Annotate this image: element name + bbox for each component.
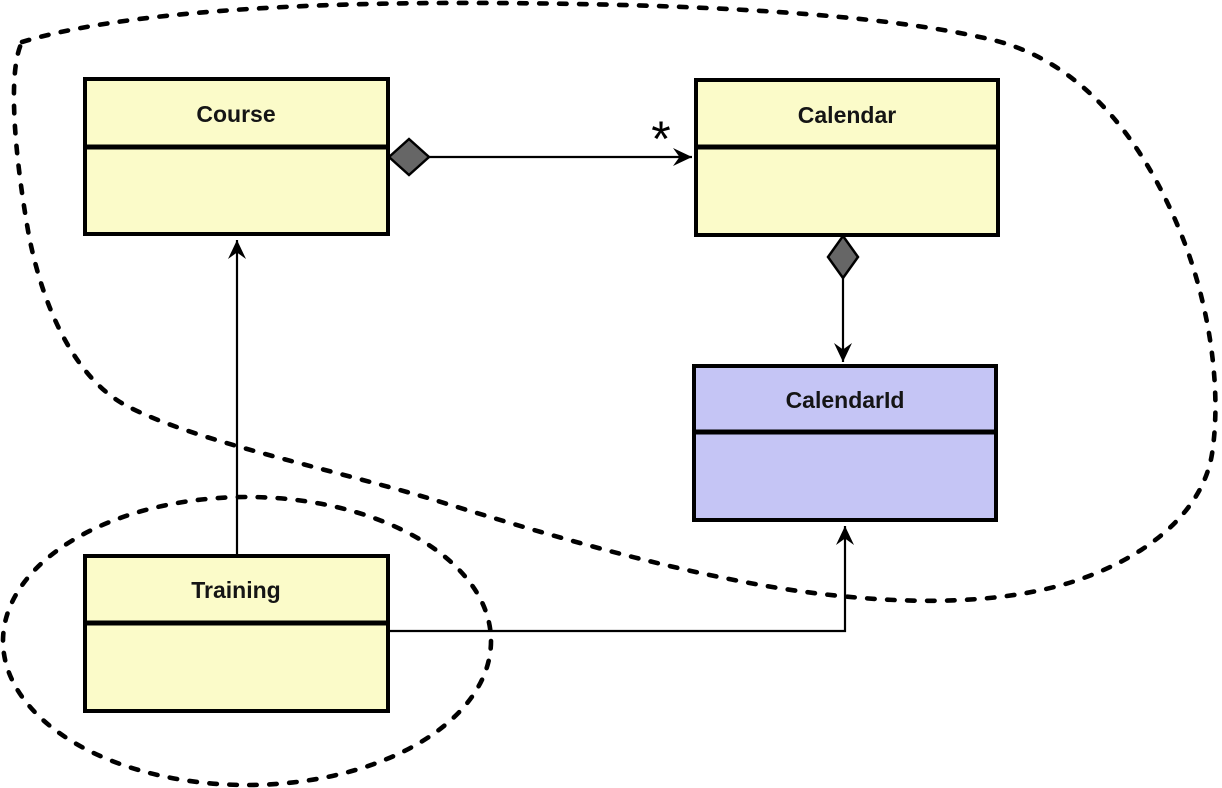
- class-node-course[interactable]: Course: [83, 77, 390, 236]
- aggregation-diamond-course: [387, 137, 431, 177]
- class-node-calendarid[interactable]: CalendarId: [692, 364, 998, 522]
- class-node-calendar[interactable]: Calendar: [694, 78, 1000, 237]
- calendarid-title: CalendarId: [786, 387, 905, 413]
- calendar-title: Calendar: [798, 102, 896, 128]
- calendarid-box[interactable]: [692, 364, 998, 522]
- class-node-training[interactable]: Training: [83, 554, 390, 713]
- aggregation-diamond-calendar: [826, 233, 860, 281]
- course-box[interactable]: [83, 77, 390, 236]
- training-box[interactable]: [83, 554, 390, 713]
- course-title: Course: [196, 101, 275, 127]
- calendar-box[interactable]: [694, 78, 1000, 237]
- multiplicity-star-label: *: [651, 111, 670, 167]
- dashed-boundary-blob[interactable]: [11, 0, 1218, 604]
- training-title: Training: [191, 577, 280, 603]
- edge-training-calendarid[interactable]: [388, 526, 854, 633]
- dashed-boundary-ellipse[interactable]: [0, 494, 494, 788]
